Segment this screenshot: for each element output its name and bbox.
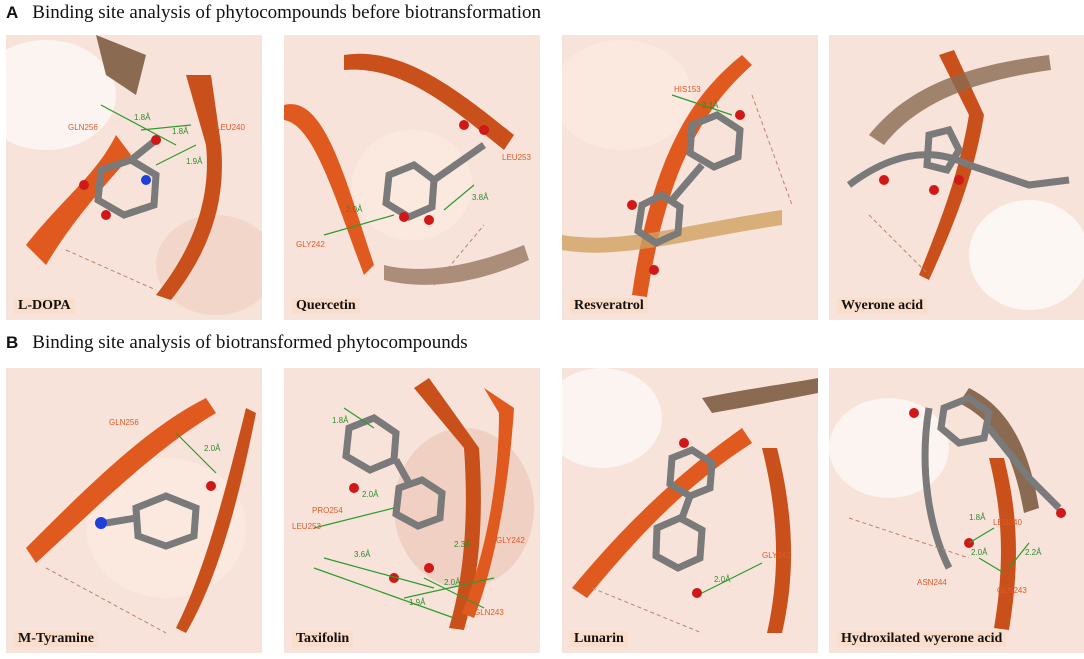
residue-label: GLN256 xyxy=(68,123,98,132)
compound-label: L-DOPA xyxy=(14,298,75,314)
distance-label: 1.8Å xyxy=(172,127,189,136)
docking-image xyxy=(829,35,1084,320)
section-b-letter: B xyxy=(6,333,19,352)
section-b-title: B Binding site analysis of biotransformed… xyxy=(6,332,468,354)
distance-label: 2.1Å xyxy=(702,101,719,110)
residue-label: GLY242 xyxy=(296,240,325,249)
section-a-letter: A xyxy=(6,3,19,22)
residue-label: GLN243 xyxy=(474,608,504,617)
section-a-title: A Binding site analysis of phytocompounds… xyxy=(6,2,541,24)
docking-image xyxy=(6,368,262,653)
residue-label: LEU240 xyxy=(993,518,1022,527)
panel-lunarin: GLY242 2.0Å Lunarin xyxy=(562,368,818,653)
section-a-title-text: Binding site analysis of phytocompounds … xyxy=(32,2,541,23)
compound-label: Wyerone acid xyxy=(837,298,928,314)
docking-image xyxy=(562,35,818,320)
panel-resveratrol: HIS153 2.1Å Resveratrol xyxy=(562,35,818,320)
distance-label: 2.3Å xyxy=(454,540,471,549)
residue-label: GLY242 xyxy=(496,536,525,545)
compound-label: Resveratrol xyxy=(570,298,648,314)
distance-label: 2.0Å xyxy=(346,205,363,214)
distance-label: 2.0Å xyxy=(204,444,221,453)
residue-label: GLN243 xyxy=(997,586,1027,595)
distance-label: 1.8Å xyxy=(969,513,986,522)
distance-label: 2.0Å xyxy=(362,490,379,499)
docking-image xyxy=(284,368,540,653)
docking-image xyxy=(562,368,818,653)
panel-wyerone-acid: Wyerone acid xyxy=(829,35,1084,320)
residue-label: LEU240 xyxy=(216,123,245,132)
residue-label: HIS153 xyxy=(674,85,701,94)
distance-label: 1.8Å xyxy=(134,113,151,122)
distance-label: 2.2Å xyxy=(1025,548,1042,557)
panel-quercetin: LEU253 GLY242 2.0Å 3.8Å Quercetin xyxy=(284,35,540,320)
residue-label: GLN256 xyxy=(109,418,139,427)
panel-l-dopa: GLN256 LEU240 1.8Å 1.8Å 1.9Å L-DOPA xyxy=(6,35,262,320)
distance-label: 1.9Å xyxy=(186,157,203,166)
docking-image xyxy=(829,368,1084,653)
section-b-title-text: Binding site analysis of biotransformed … xyxy=(32,332,468,353)
residue-label: GLY242 xyxy=(762,551,791,560)
compound-label: Hydroxilated wyerone acid xyxy=(837,631,1007,647)
docking-image xyxy=(284,35,540,320)
residue-label: LEU253 xyxy=(502,153,531,162)
panel-taxifolin: 1.8Å 2.0Å 3.6Å 2.3Å 2.0Å 1.9Å PRO254 LEU… xyxy=(284,368,540,653)
compound-label: Taxifolin xyxy=(292,631,354,647)
residue-label: PRO254 xyxy=(312,506,343,515)
distance-label: 2.0Å xyxy=(714,575,731,584)
distance-label: 1.8Å xyxy=(332,416,349,425)
distance-label: 1.9Å xyxy=(409,598,426,607)
distance-label: 2.0Å xyxy=(971,548,988,557)
residue-label: LEU253 xyxy=(292,522,321,531)
docking-image xyxy=(6,35,262,320)
compound-label: Quercetin xyxy=(292,298,360,314)
residue-label: ASN244 xyxy=(917,578,947,587)
compound-label: M-Tyramine xyxy=(14,631,98,647)
panel-m-tyramine: GLN256 2.0Å M-Tyramine xyxy=(6,368,262,653)
distance-label: 3.8Å xyxy=(472,193,489,202)
distance-label: 2.0Å xyxy=(444,578,461,587)
compound-label: Lunarin xyxy=(570,631,628,647)
distance-label: 3.6Å xyxy=(354,550,371,559)
panel-hydroxilated-wyerone-acid: LEU240 ASN244 GLN243 1.8Å 2.0Å 2.2Å Hydr… xyxy=(829,368,1084,653)
